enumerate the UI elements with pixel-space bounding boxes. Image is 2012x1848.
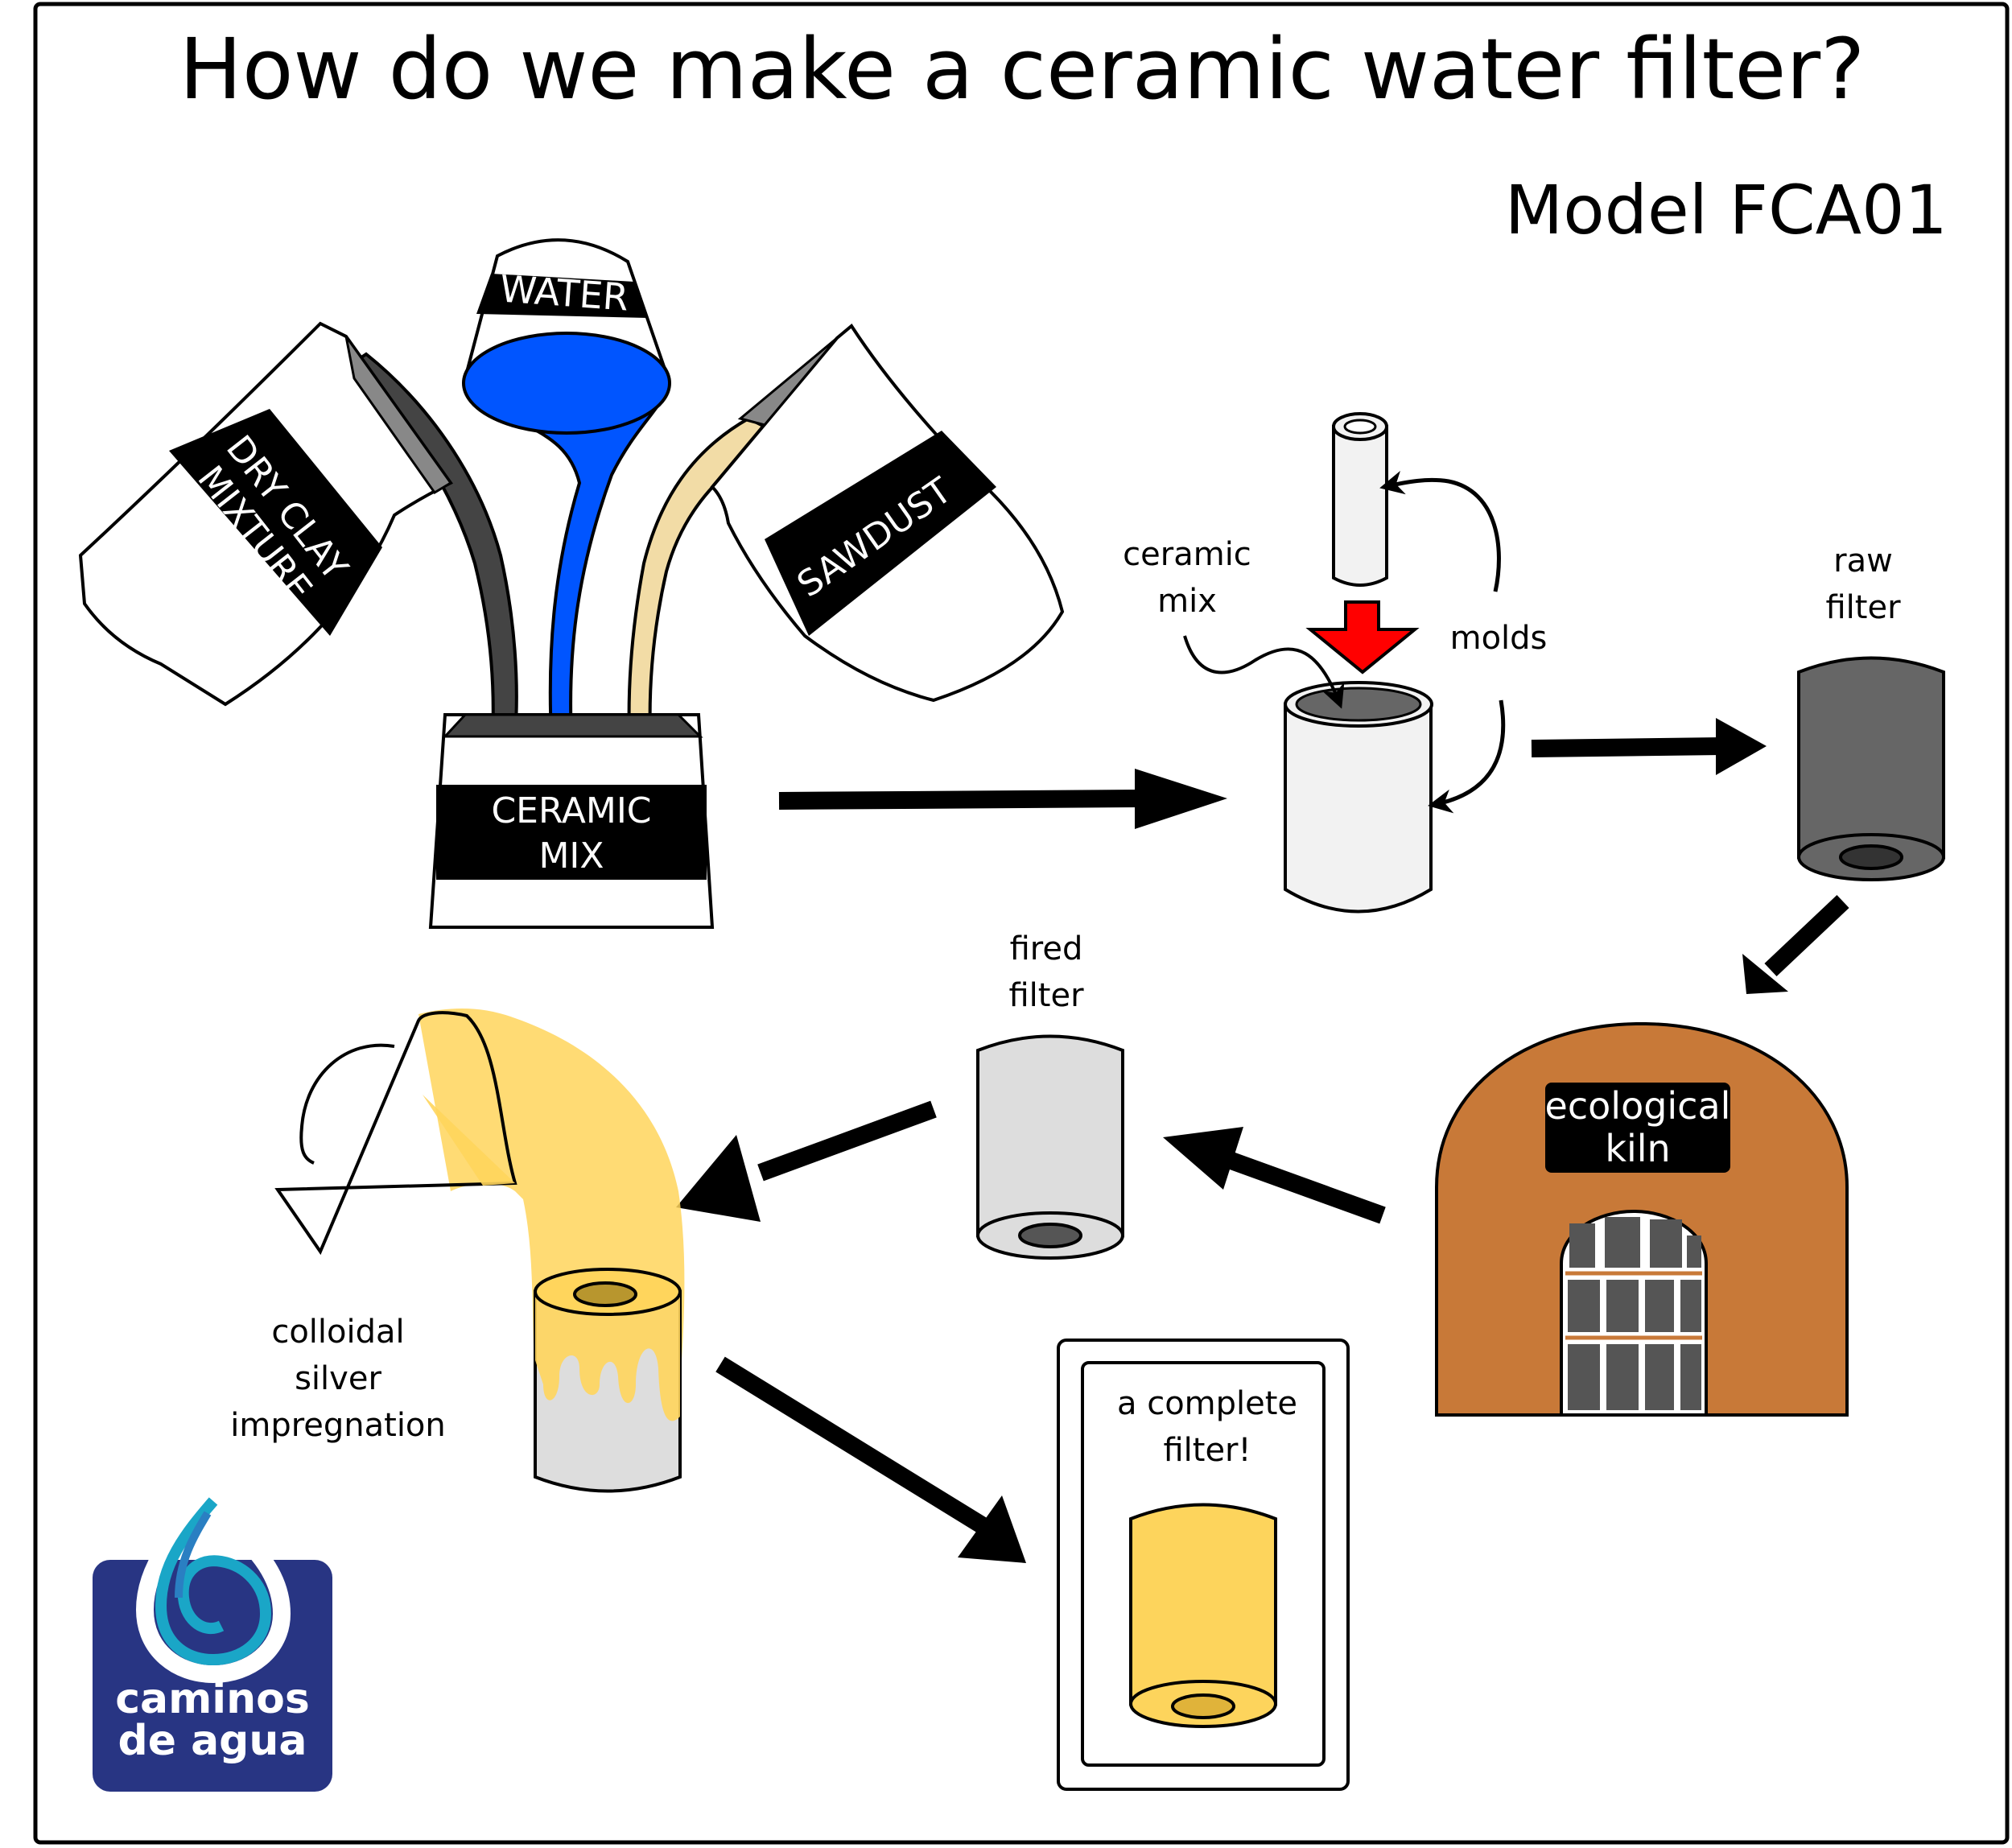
inner-mold — [1332, 412, 1388, 587]
colloidal-label-line2: silver — [295, 1360, 381, 1397]
ceramic-mix-label-line1: CERAMIC — [491, 790, 651, 831]
colloidal-label-line3: impregnation — [230, 1407, 446, 1444]
molds-pointer-top — [1379, 470, 1501, 592]
fired-filter-label-line1: fired — [1010, 930, 1083, 967]
kiln-label-line1: ecological — [1545, 1084, 1731, 1128]
fired-filter-label-line2: filter — [1008, 977, 1084, 1014]
molds-label: molds — [1450, 620, 1548, 657]
arrow-raw-to-kiln — [1742, 895, 1849, 994]
fired-filter — [976, 1034, 1124, 1260]
kiln-bricks — [1568, 1217, 1701, 1410]
ceramic-mix-pointer — [1183, 635, 1345, 709]
water-label: WATER — [498, 267, 629, 320]
sawdust-bag: SAWDUST — [710, 324, 1065, 703]
arrow-silver-to-complete — [715, 1356, 1026, 1563]
arrow-kiln-to-fired — [1163, 1127, 1386, 1224]
diagram-title: How do we make a ceramic water filter? — [179, 20, 1866, 118]
diagram-frame — [33, 2, 2010, 1845]
model-label: Model FCA01 — [1505, 171, 1948, 250]
ecological-kiln: ecological kiln — [1435, 1021, 1849, 1417]
arrow-mold-to-raw — [1531, 718, 1767, 775]
water-drop-icon — [135, 1487, 291, 1684]
ceramic-mix-label-line2: MIX — [538, 835, 604, 877]
molds-pointer-bottom — [1428, 699, 1506, 814]
colloidal-label-line1: colloidal — [271, 1314, 404, 1351]
arrow-mix-to-mold — [778, 769, 1227, 829]
dry-clay-bag: DRY CLAY MIXTURE — [78, 321, 453, 707]
raw-filter — [1797, 656, 1945, 881]
press-down-arrow — [1305, 600, 1420, 674]
raw-filter-label-line1: raw — [1833, 542, 1893, 580]
impregnated-filter — [534, 1268, 682, 1493]
ceramic-mix-bucket: CERAMIC MIX — [428, 713, 715, 929]
complete-filter-label-line1: a complete — [1117, 1385, 1297, 1422]
water-bucket: WATER — [462, 238, 671, 435]
logo-text-line1: caminos — [115, 1675, 310, 1723]
complete-filter-label-line2: filter! — [1163, 1432, 1251, 1469]
raw-filter-label-line2: filter — [1825, 589, 1901, 626]
caminos-de-agua-logo: caminos de agua — [93, 1487, 332, 1792]
complete-filter-panel: a complete filter! — [1057, 1339, 1350, 1791]
ceramic-mix-note-line2: mix — [1157, 583, 1217, 620]
kiln-label-line2: kiln — [1605, 1127, 1670, 1170]
logo-text-line2: de agua — [118, 1717, 307, 1765]
outer-mold — [1284, 681, 1433, 914]
ceramic-mix-note-line1: ceramic — [1123, 536, 1251, 573]
arrow-fired-to-silver — [676, 1100, 937, 1222]
